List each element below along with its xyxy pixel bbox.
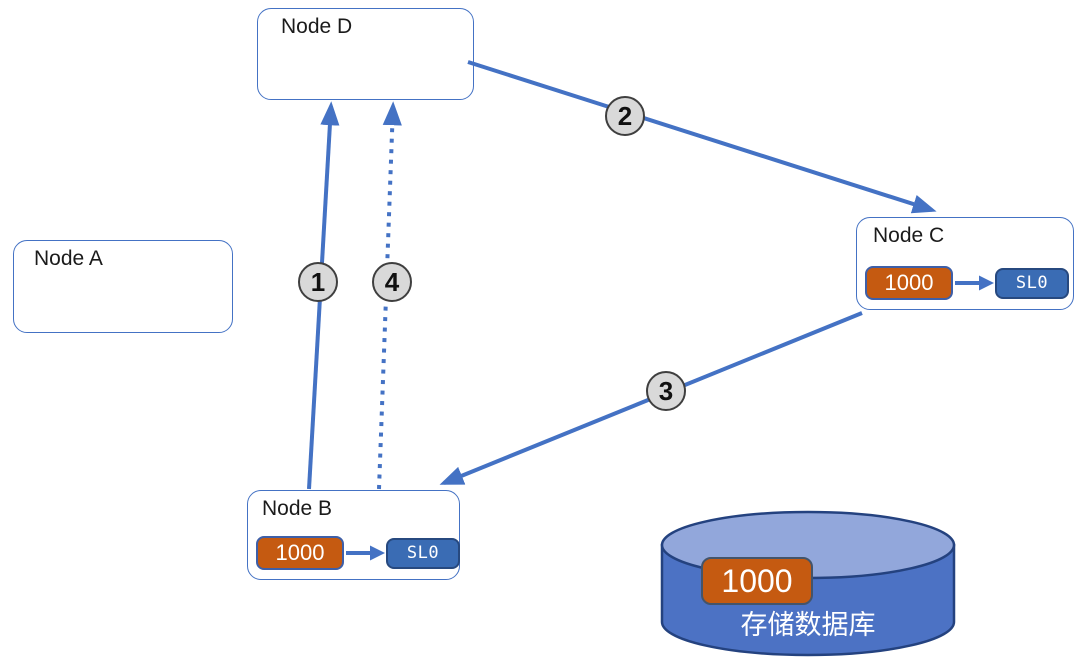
edge-2-line (467, 60, 937, 214)
node-c-label: Node C (873, 224, 945, 247)
node-c-value-chip: 1000 (865, 266, 953, 300)
node-a[interactable]: Node A (13, 240, 233, 333)
chip-arrow-icon (955, 275, 994, 291)
database-value-chip: 1000 (701, 557, 813, 605)
node-b-value-chip: 1000 (256, 536, 344, 570)
step-badge-1: 1 (298, 262, 338, 302)
node-d-label: Node D (281, 15, 353, 38)
database-label: 存储数据库 (740, 610, 876, 640)
node-c-slot-chip: SL0 (995, 267, 1069, 299)
step-badge-2: 2 (605, 96, 645, 136)
node-a-label: Node A (34, 247, 103, 270)
node-c[interactable]: Node C 1000 SL0 (856, 217, 1074, 310)
node-c-chip-row: 1000 SL0 (865, 266, 1069, 300)
node-b-slot-chip: SL0 (386, 537, 460, 569)
step-badge-4: 4 (372, 262, 412, 302)
node-d[interactable]: Node D (257, 8, 474, 100)
step-badge-3: 3 (646, 371, 686, 411)
node-b[interactable]: Node B 1000 SL0 (247, 490, 460, 580)
node-b-label: Node B (262, 497, 333, 520)
chip-arrow-icon (346, 545, 385, 561)
node-b-chip-row: 1000 SL0 (256, 536, 460, 570)
